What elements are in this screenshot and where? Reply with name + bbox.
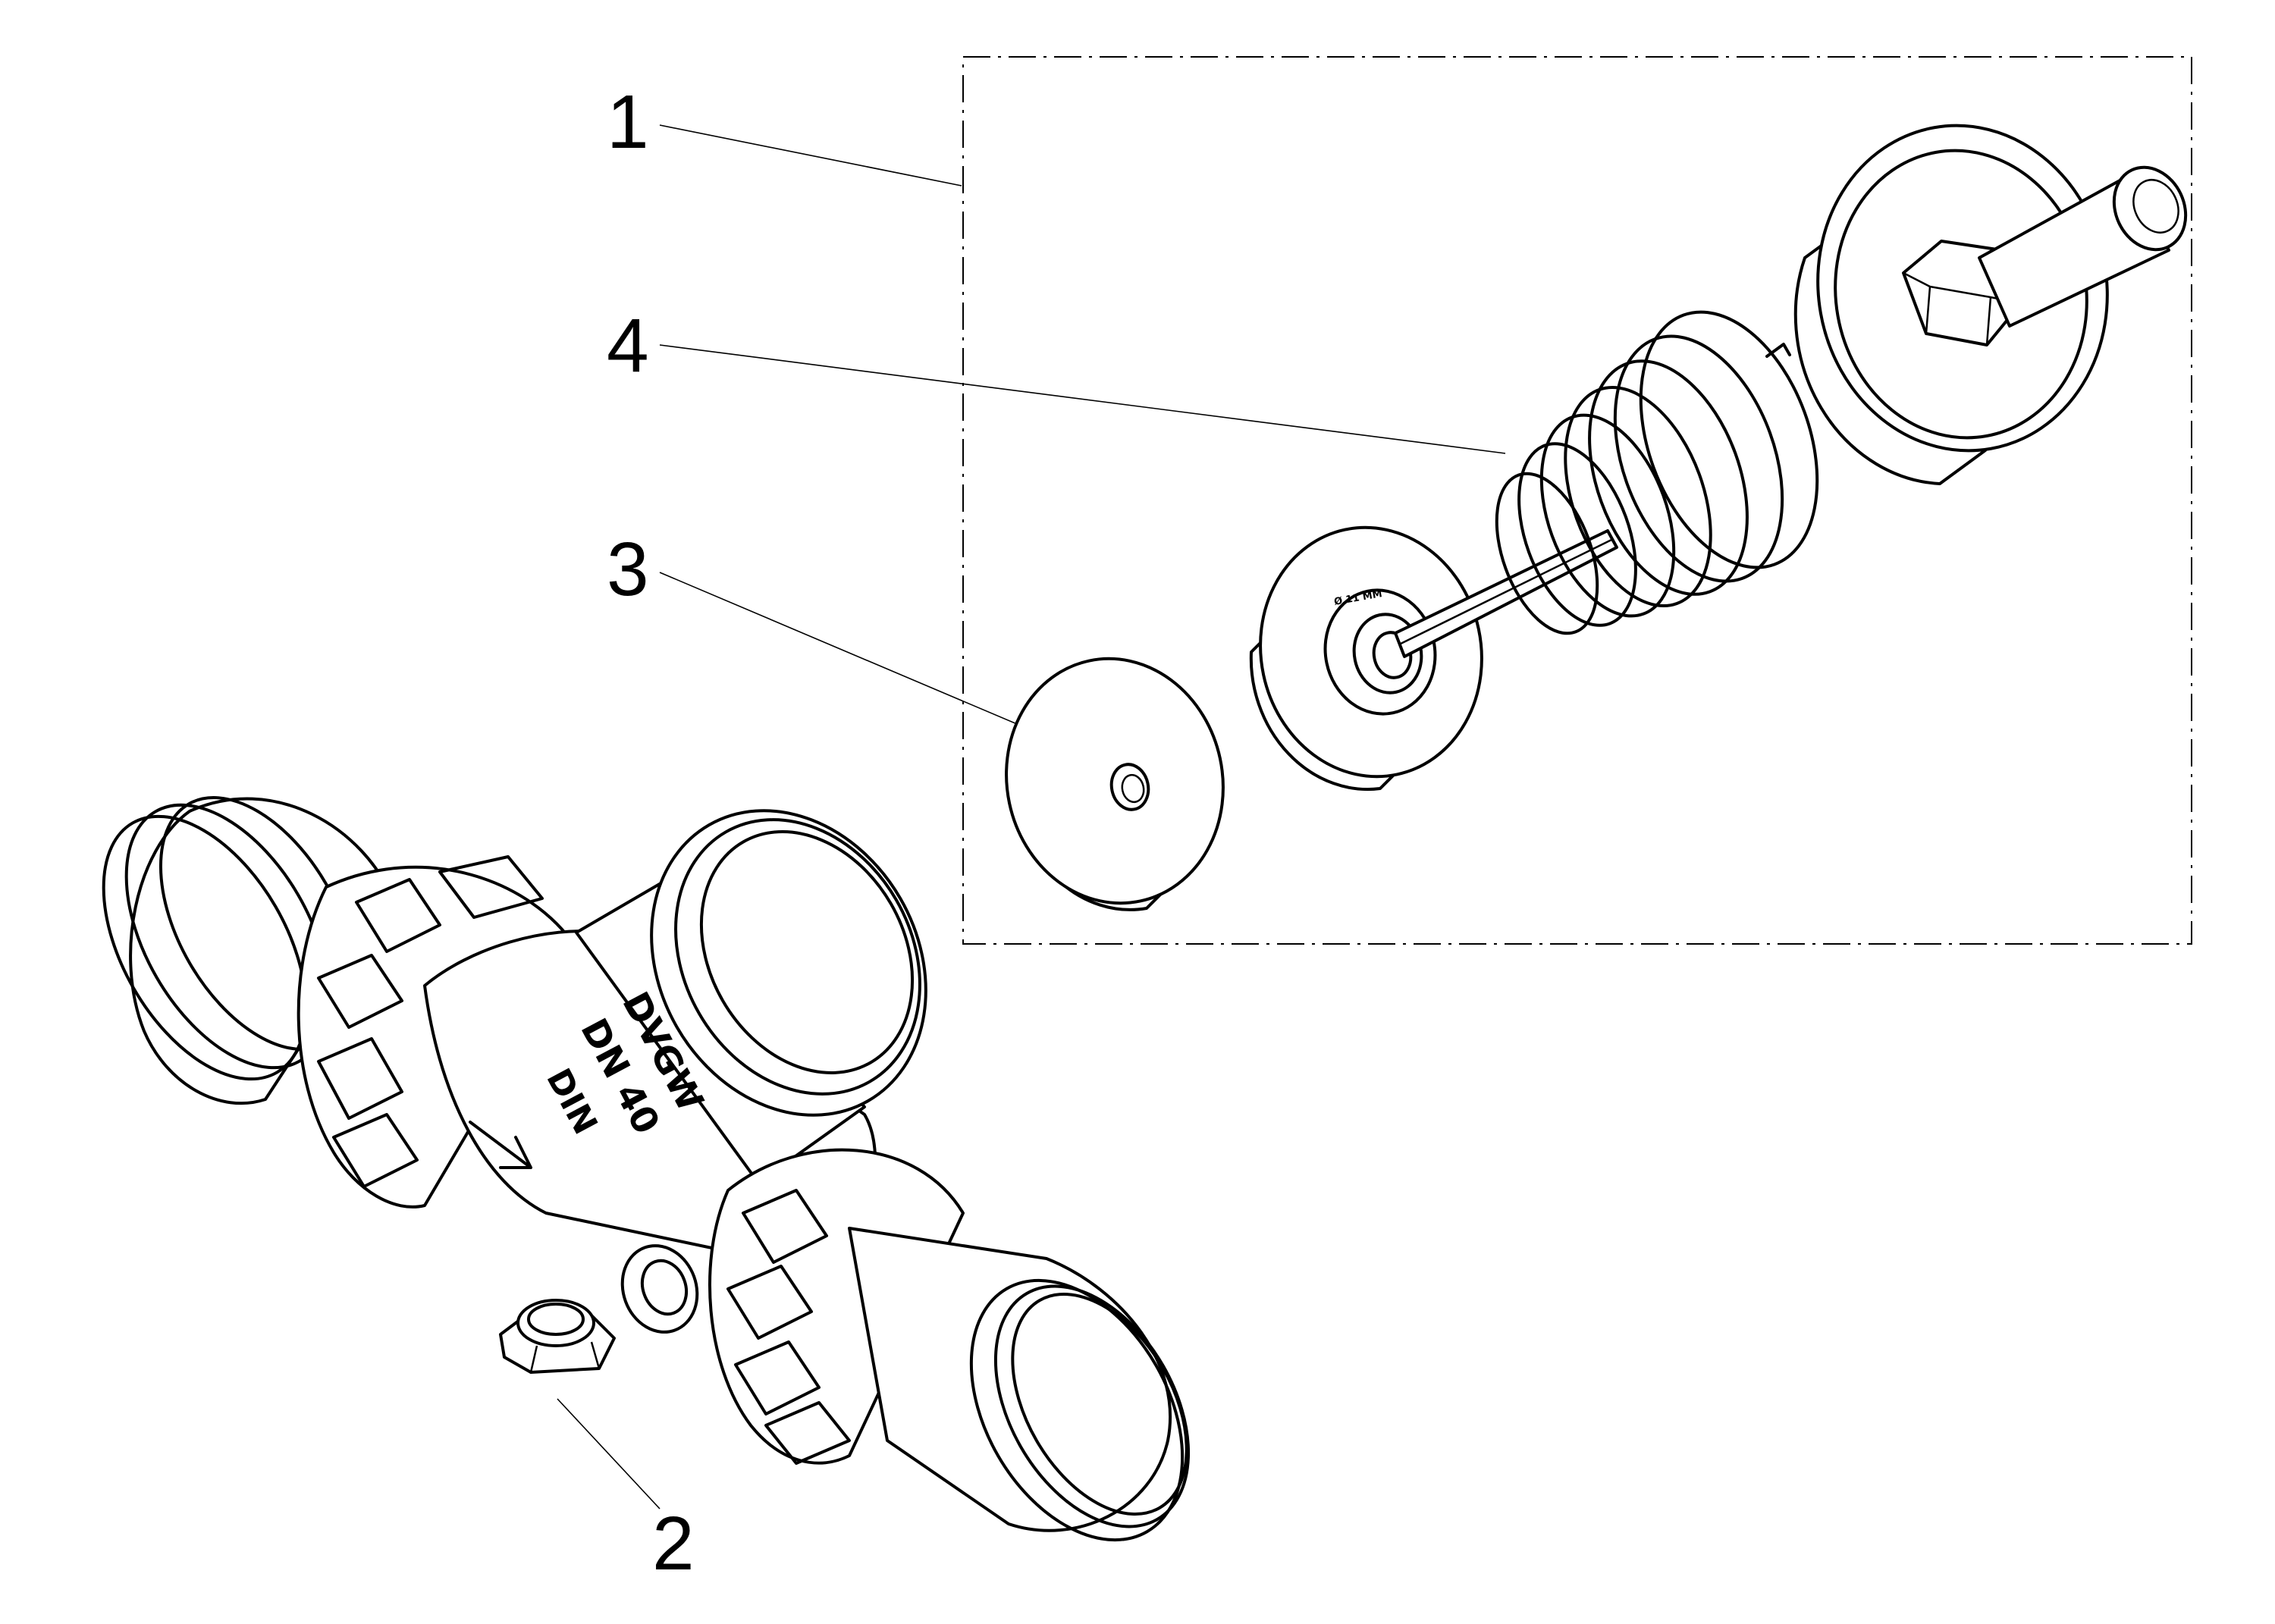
callout-2: 2 [557, 1398, 695, 1586]
svg-text:4: 4 [607, 303, 649, 388]
callout-1: 1 [607, 80, 962, 187]
cap-with-hex-and-pin [1793, 124, 2188, 485]
callout-3: 3 [607, 527, 1062, 744]
flow-arrow [469, 1121, 532, 1169]
spring-part-4 [1495, 310, 1819, 635]
callout-4: 4 [607, 303, 1506, 454]
svg-text:1: 1 [607, 80, 649, 165]
disc-part-3 [1005, 657, 1225, 911]
kit-frame [962, 56, 2192, 945]
plug-part-2 [499, 1299, 616, 1374]
valve-plate-with-stem: Ø 11 MM [1249, 525, 1618, 792]
svg-text:3: 3 [607, 527, 649, 612]
valve-body: DVGW DN 40 DIN [102, 796, 1191, 1542]
svg-text:2: 2 [652, 1501, 695, 1586]
